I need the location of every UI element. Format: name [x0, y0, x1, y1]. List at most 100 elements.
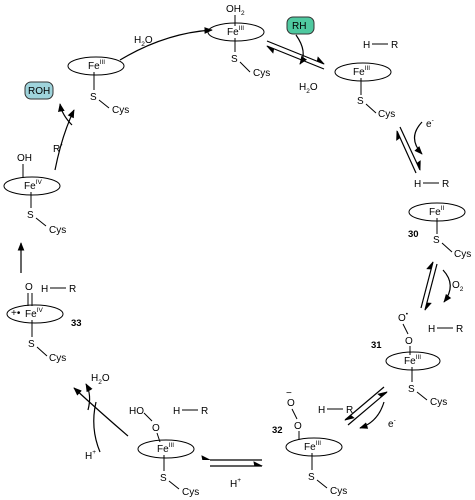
intermediate-33-compound-i: O H R +• FeIV 33 S Cys [6, 282, 82, 364]
radical-r-label: R• [53, 142, 63, 155]
cys-bond [36, 346, 48, 357]
h-label: H [173, 406, 180, 417]
intermediate-31-superoxo: O• O H R 31 FeIII S Cys [371, 311, 463, 408]
heme-ring [385, 351, 441, 371]
link-o-label: O [294, 421, 302, 432]
r-label: R [201, 406, 208, 417]
sulfur-label: S [433, 235, 440, 246]
aqua-o-label: OH2 [226, 4, 245, 17]
radical-cation-label: +• [11, 308, 21, 319]
intermediate-hydroxo-fe4: OH FeIV S Cys [3, 153, 66, 236]
arrow-rebound [54, 109, 75, 171]
heme-ring [285, 437, 343, 457]
oo-bond [143, 412, 153, 422]
water-out-label: H2O [299, 82, 318, 95]
arrow-water-out-2 [85, 383, 93, 411]
h-label: H [428, 324, 435, 335]
proton2-label: H+ [85, 449, 96, 462]
intermediate-30-ferrous: H R FeII 30 S Cys [408, 179, 471, 260]
equilibrium-forward-1 [266, 40, 325, 65]
r-label: R [69, 284, 76, 295]
top-o-label: O [287, 398, 295, 409]
intermediate-substrate-bound: H R FeIII S Cys [334, 40, 398, 120]
sulfur-label: S [308, 472, 315, 483]
compound-number: 33 [71, 318, 82, 329]
equilibrium-back-2 [396, 130, 417, 174]
link-o-label: O [152, 423, 160, 434]
ho-label: HO [129, 406, 144, 417]
cys-label: Cys [49, 353, 66, 364]
arrow-electron-2 [359, 401, 385, 429]
fe-label: FeIII [353, 65, 370, 78]
cys-bond [416, 391, 428, 401]
fe-label: FeII [429, 205, 444, 218]
cys-label: Cys [253, 68, 270, 79]
electron1-label: e- [426, 117, 434, 130]
r-label: R [456, 324, 463, 335]
arrow-rh-out [295, 34, 307, 65]
link-o-label: O [405, 336, 413, 347]
fe-label: FeIII [157, 442, 174, 455]
water-out2-label: H2O [91, 373, 110, 386]
cys-bond [239, 61, 251, 73]
oxygen-label: O2 [452, 280, 464, 293]
arrow-water-binding [119, 27, 213, 61]
sulfur-label: S [160, 473, 167, 484]
heme-ring [137, 439, 195, 459]
h-label: H [318, 405, 325, 416]
intermediate-32-peroxo: O − O H R 32 FeIII S Cys [272, 388, 353, 497]
cys-bond [441, 242, 453, 253]
fe-label: FeIII [404, 354, 421, 367]
cys-label: Cys [182, 487, 199, 498]
fe-label: FeIII [88, 59, 105, 72]
intermediate-aqua-fe3: OH2 FeIII S Cys [207, 4, 270, 79]
cys-label: Cys [112, 105, 129, 116]
cys-label: Cys [330, 486, 347, 497]
sulfur-label: S [357, 96, 364, 107]
r-label: R [346, 405, 353, 416]
oxo-label: O [25, 282, 33, 293]
h-label: H [363, 40, 370, 51]
sulfur-label: S [408, 384, 415, 395]
product-roh-badge [24, 81, 54, 100]
intermediate-hydroperoxo: HO O H R FeIII S Cys [129, 406, 208, 498]
arrow-to-compound-i [73, 387, 129, 437]
cys-label: Cys [454, 249, 471, 260]
cys-label: Cys [49, 225, 66, 236]
sulfur-label: S [90, 92, 97, 103]
cys-bond [365, 103, 377, 114]
cys-bond [35, 217, 47, 227]
fe-label: FeIII [304, 440, 321, 453]
proton1-label: H+ [230, 477, 241, 490]
cys-bond [98, 99, 110, 109]
equilibrium-back-1 [266, 45, 325, 70]
heme-ring [334, 62, 392, 82]
aqua-fe-label: FeIII [227, 25, 244, 38]
cys-label: Cys [430, 397, 447, 408]
sulfur-label: S [231, 54, 238, 65]
intermediate-resting-fe3: FeIII S Cys [67, 56, 129, 116]
water-in-label: H2O [134, 35, 153, 48]
equilibrium-forward-3 [424, 263, 438, 311]
arrow-product-release [58, 103, 73, 126]
compound-number: 32 [272, 425, 283, 436]
oo-bond [291, 408, 298, 420]
heme-ring [6, 304, 64, 324]
cys-bond [168, 480, 180, 490]
equilibrium-back-3 [420, 261, 434, 309]
oh-label: OH [17, 153, 32, 164]
r-label: R [442, 179, 449, 190]
fe-label: FeIV [24, 179, 42, 192]
fe-label: FeIV [25, 307, 43, 320]
top-o-label: O• [398, 311, 409, 324]
sulfur-label: S [28, 339, 35, 350]
cys-bond [316, 479, 328, 489]
h-label: H [41, 284, 48, 295]
product-roh-label: ROH [28, 86, 50, 97]
cys-label: Cys [378, 109, 395, 120]
arrow-oxygen [442, 269, 452, 303]
sulfur-label: S [27, 210, 34, 221]
equilibrium-forward-2 [399, 126, 421, 171]
